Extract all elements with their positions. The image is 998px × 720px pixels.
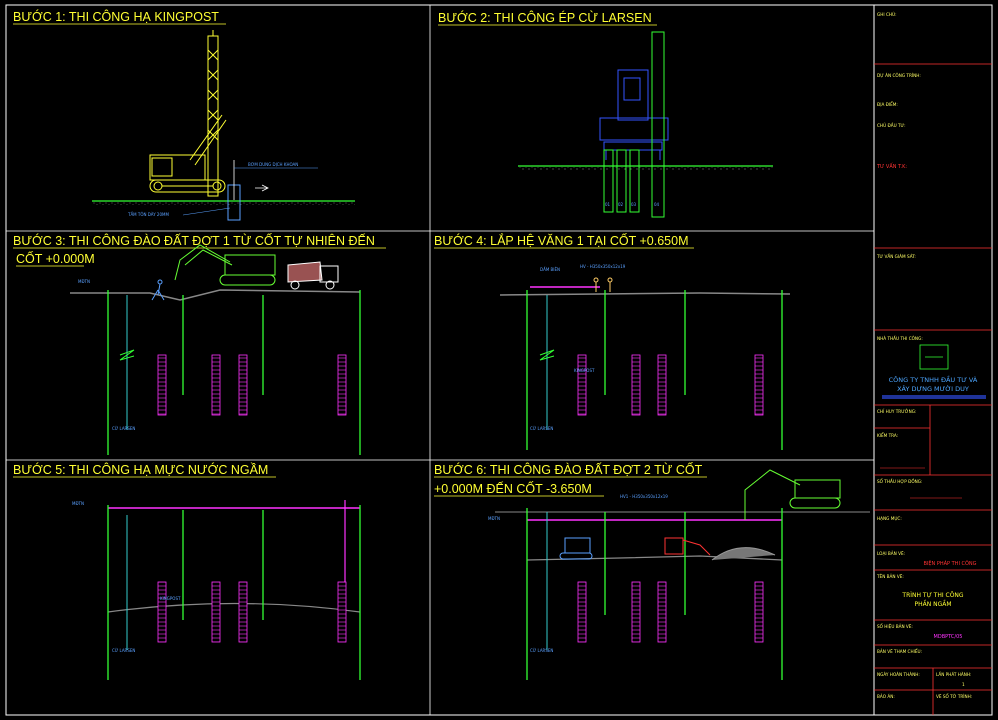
sheet-pile-label: CỪ LARSEN [112, 648, 135, 653]
commander-label: CHỈ HUY TRƯỞNG: [877, 409, 916, 414]
step3-title-line2: CỐT +0.000M [16, 251, 95, 266]
step1-title: BƯỚC 1: THI CÔNG HẠ KINGPOST [13, 9, 219, 24]
date-label: NGÀY HOÀN THÀNH: [877, 672, 920, 677]
piling-rig-icon [149, 30, 227, 197]
design-label: TƯ VẤN T.K: [876, 162, 907, 170]
drawing-type-value: BIỆN PHÁP THI CÔNG [923, 559, 976, 567]
title-block [874, 63, 992, 715]
kingpost-label: KINGPOST [160, 596, 181, 601]
step3-panel: BƯỚC 3: THI CÔNG ĐÀO ĐẤT ĐỢT 1 TỪ CỐT TỰ… [13, 233, 386, 455]
step5-panel: BƯỚC 5: THI CÔNG HẠ MỰC NƯỚC NGẦM MĐTN K… [13, 462, 361, 680]
larsen-piles [603, 31, 665, 218]
company-logo [919, 344, 949, 370]
revision-value: 1 [962, 682, 965, 687]
drawing-type-label: LOẠI BẢN VẼ: [877, 551, 905, 556]
location-label: ĐỊA ĐIỂM: [877, 102, 898, 107]
plate-label: TẤM TÔN DÀY 20MM [127, 212, 169, 217]
drawing-no-value: MDBPTC/05 [934, 634, 963, 640]
pile-number: 01 [605, 202, 611, 207]
company-line2: XÂY DỰNG MƯỜI DUY [897, 384, 969, 393]
level-label: MĐTN [78, 279, 90, 284]
step6-title-line1: BƯỚC 6: THI CÔNG ĐÀO ĐẤT ĐỢT 2 TỪ CỐT [434, 462, 703, 477]
owner-label: CHỦ ĐẦU TƯ: [877, 123, 906, 128]
scale-label: BẢO ÁN: [877, 694, 895, 699]
sheet-label: VẼ SỐ TỜ TRÌNH: [936, 694, 972, 699]
sheet-pile-label: CỪ LARSEN [530, 648, 553, 653]
sheet-pile-press-icon [599, 69, 669, 160]
pump-label: BƠM DUNG DỊCH KHOAN [248, 162, 298, 167]
revision-label: LẦN PHÁT HÀNH: [936, 672, 971, 677]
pile-number: 04 [654, 202, 660, 207]
step4-panel: BƯỚC 4: LẮP HỆ VĂNG 1 TẠI CỐT +0.650M DẦ… [434, 233, 791, 450]
contractor-label: NHÀ THẦU THI CÔNG: [877, 336, 923, 341]
item-label: HẠNG MỤC: [877, 516, 902, 521]
step5-title: BƯỚC 5: THI CÔNG HẠ MỰC NƯỚC NGẦM [13, 462, 268, 477]
checker-label: KIỂM TRA: [877, 433, 898, 438]
drawing-frame [5, 4, 993, 716]
drawing-name-line2: PHẦN NGẦM [914, 600, 951, 608]
step6-title-line2: +0.000M ĐẾN CỐT -3.650M [434, 481, 592, 496]
level-label: MĐTN [72, 501, 84, 506]
waler-label: DẦM BIÊN [540, 267, 560, 272]
level-label: MĐTN [488, 516, 500, 521]
kingpost-label: KINGPOST [574, 368, 595, 373]
pile-number: 02 [618, 202, 624, 207]
notes-label: GHI CHÚ: [877, 12, 897, 17]
step6-panel: BƯỚC 6: THI CÔNG ĐÀO ĐẤT ĐỢT 2 TỪ CỐT +0… [434, 462, 870, 680]
supervisor-label: TƯ VẤN GIÁM SÁT: [876, 254, 916, 259]
company-line1: CÔNG TY TNHH ĐẦU TƯ VÀ [889, 374, 978, 384]
step2-panel: BƯỚC 2: THI CÔNG ÉP CỪ LARSEN 01 02 03 0… [438, 10, 773, 218]
excavator-icon [744, 469, 841, 520]
step1-panel: BƯỚC 1: THI CÔNG HẠ KINGPOST BƠM DUNG DỊ… [13, 9, 355, 221]
ref-label: BẢN VẼ THAM CHIẾU: [877, 648, 922, 654]
sheet-pile-label: CỪ LARSEN [112, 426, 135, 431]
step4-title: BƯỚC 4: LẮP HỆ VĂNG 1 TẠI CỐT +0.650M [434, 233, 688, 248]
strut-label: HV1 - H350x350x12x19 [620, 494, 668, 499]
step3-ground [70, 289, 361, 301]
excavator-icon [174, 244, 276, 286]
pile-number: 03 [631, 202, 637, 207]
worker-icon [151, 279, 165, 301]
dump-truck-icon [287, 261, 339, 290]
drawing-name-line1: TRÌNH TỰ THI CÔNG [901, 592, 963, 599]
mini-excavator-icon [664, 537, 711, 556]
kingpost-group [157, 354, 347, 416]
drawing-name-label: TÊN BẢN VẼ: [876, 574, 904, 579]
bulldozer-icon [559, 537, 593, 560]
step3-title-line1: BƯỚC 3: THI CÔNG ĐÀO ĐẤT ĐỢT 1 TỪ CỐT TỰ… [13, 233, 375, 248]
project-label: DỰ ÁN CÔNG TRÌNH: [877, 73, 921, 78]
contract-label: SỐ THẦU HỢP ĐỒNG: [877, 479, 922, 484]
step2-title: BƯỚC 2: THI CÔNG ÉP CỪ LARSEN [438, 10, 652, 25]
strut-label: HV - H350x350x12x19 [580, 264, 626, 269]
worker-icon [593, 277, 613, 292]
drawing-no-label: SỐ HIỆU BẢN VẼ: [877, 624, 913, 629]
sheet-pile-label: CỪ LARSEN [530, 426, 553, 431]
